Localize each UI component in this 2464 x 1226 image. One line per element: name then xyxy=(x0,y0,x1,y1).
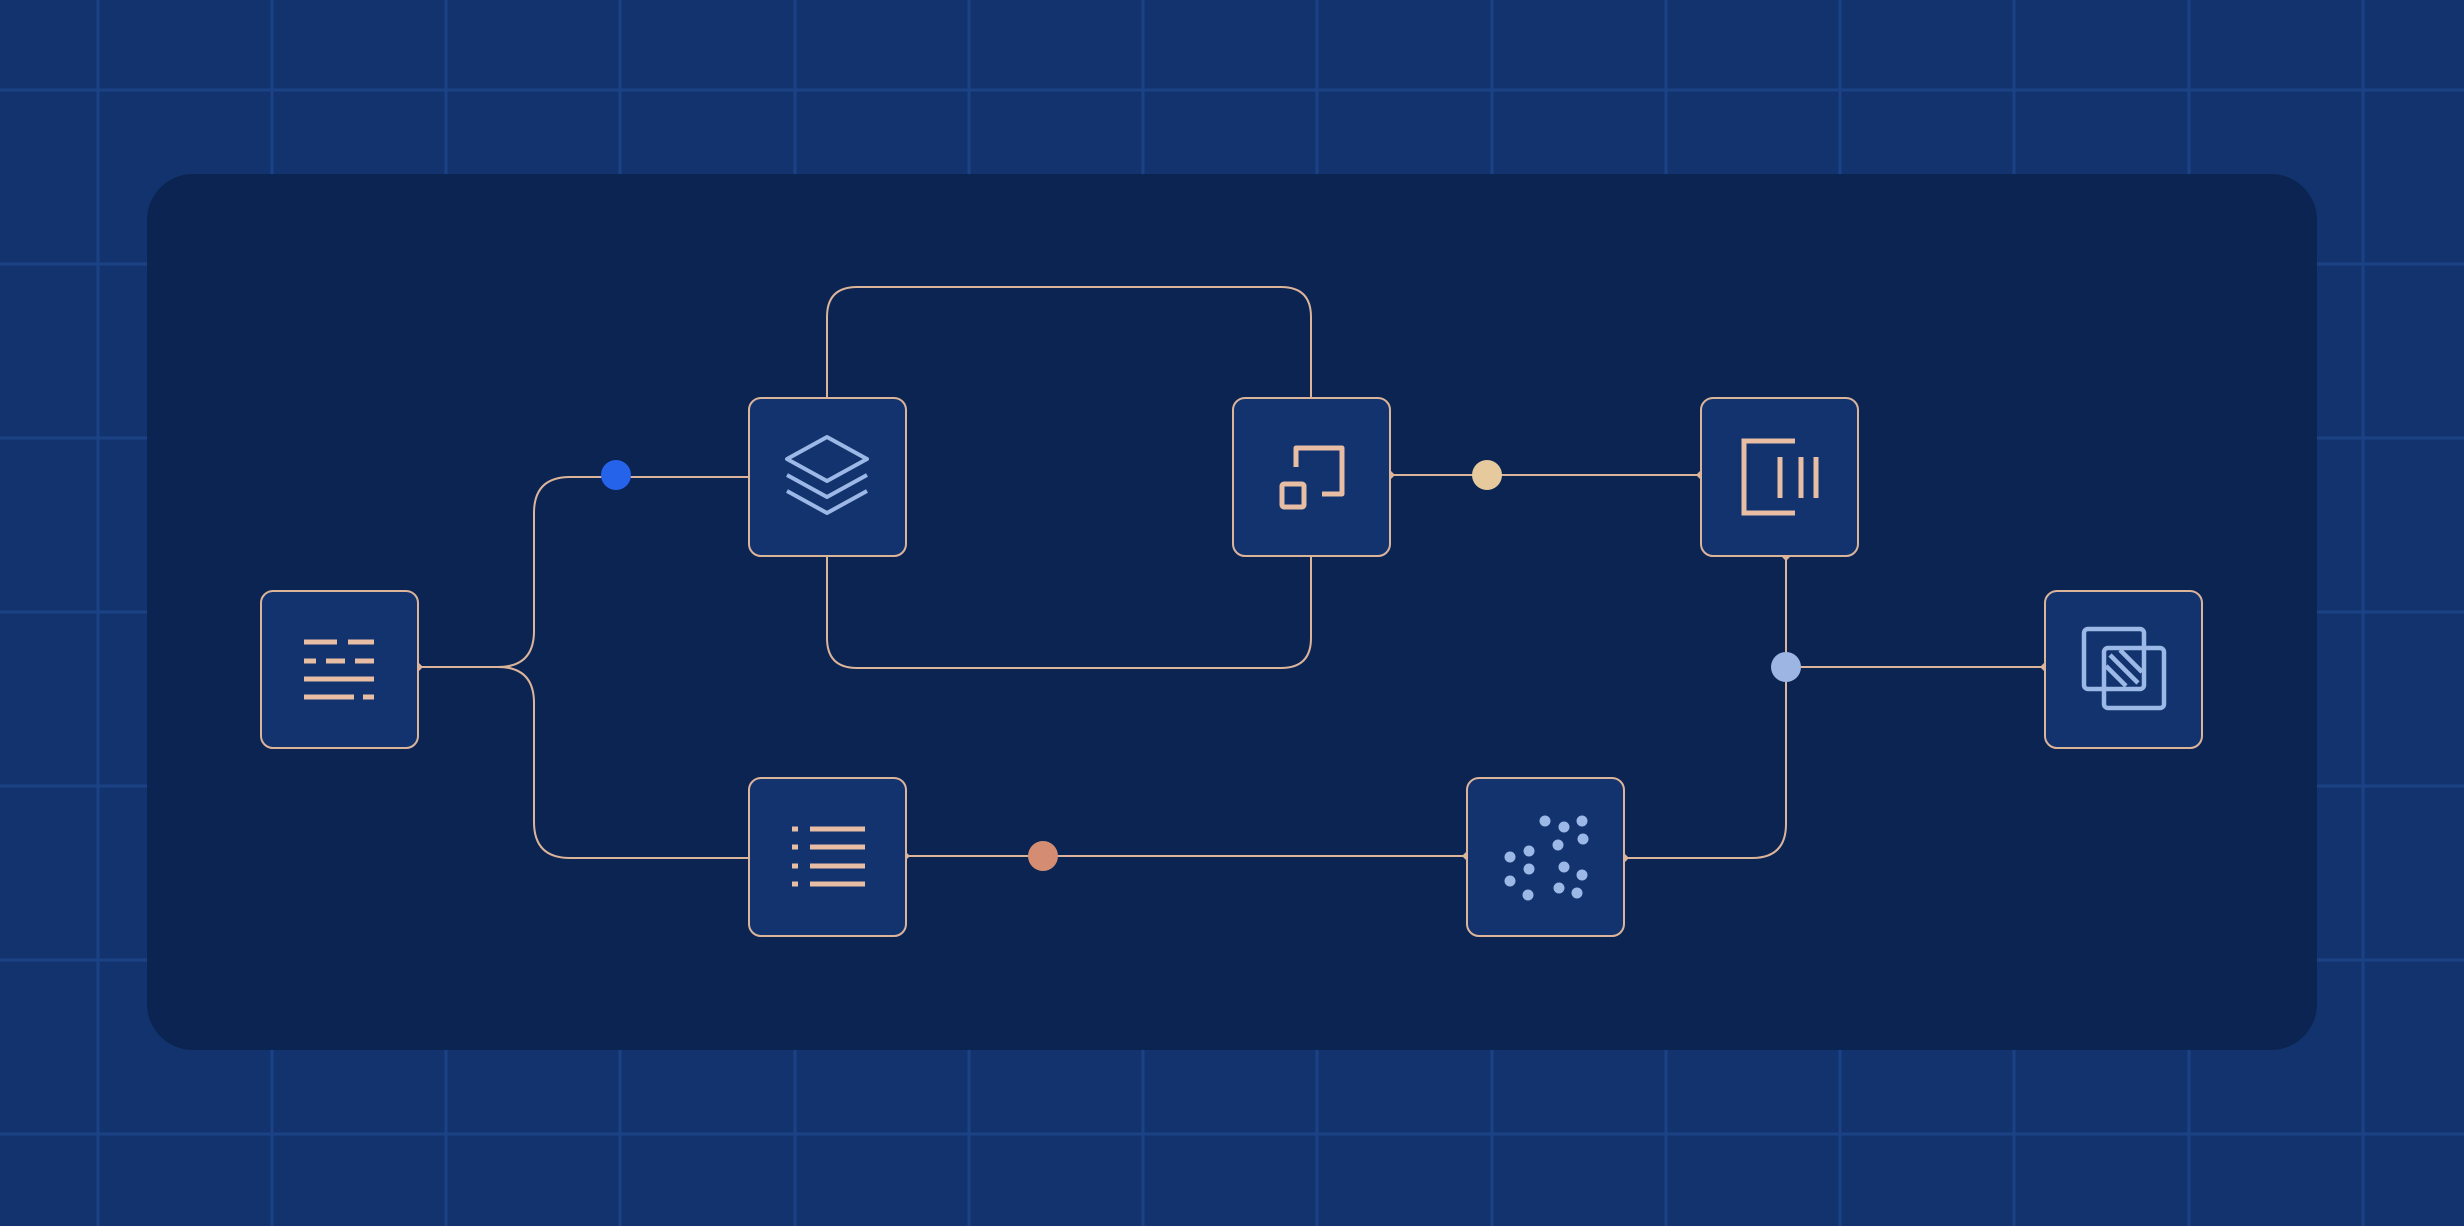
connector-scatter-to-columns xyxy=(1624,556,1787,859)
node-box xyxy=(1466,777,1625,937)
flow-dot-light-blue xyxy=(1771,652,1801,682)
node-box xyxy=(260,590,419,749)
node-list[interactable] xyxy=(748,777,907,937)
list-icon xyxy=(792,826,865,887)
connectors xyxy=(418,286,2045,859)
node-box xyxy=(748,777,907,937)
layers-icon xyxy=(785,435,869,515)
flow-dot-bright-blue xyxy=(601,460,631,490)
overlap-squares-icon xyxy=(2081,626,2167,711)
connector-loop-bottom xyxy=(826,556,1312,669)
connector-loop-top xyxy=(826,286,1312,398)
node-resize[interactable] xyxy=(1232,397,1391,557)
resize-icon xyxy=(1279,445,1345,510)
diagram-panel xyxy=(147,174,2317,1050)
flow-dot-sand xyxy=(1472,460,1502,490)
node-columns[interactable] xyxy=(1700,397,1859,557)
node-box xyxy=(748,397,907,557)
node-layers[interactable] xyxy=(748,397,907,557)
connector-text-to-layers xyxy=(418,476,752,668)
columns-icon xyxy=(1741,438,1819,516)
node-scatter-dots[interactable] xyxy=(1466,777,1625,937)
text-lines-icon xyxy=(304,639,374,700)
node-text-lines[interactable] xyxy=(260,590,419,749)
node-box xyxy=(1232,397,1391,557)
connector-text-to-list xyxy=(497,666,752,859)
scatter-dots-icon xyxy=(1504,815,1589,901)
flow-dot-terracotta xyxy=(1028,841,1058,871)
node-overlap-squares[interactable] xyxy=(2044,590,2203,749)
